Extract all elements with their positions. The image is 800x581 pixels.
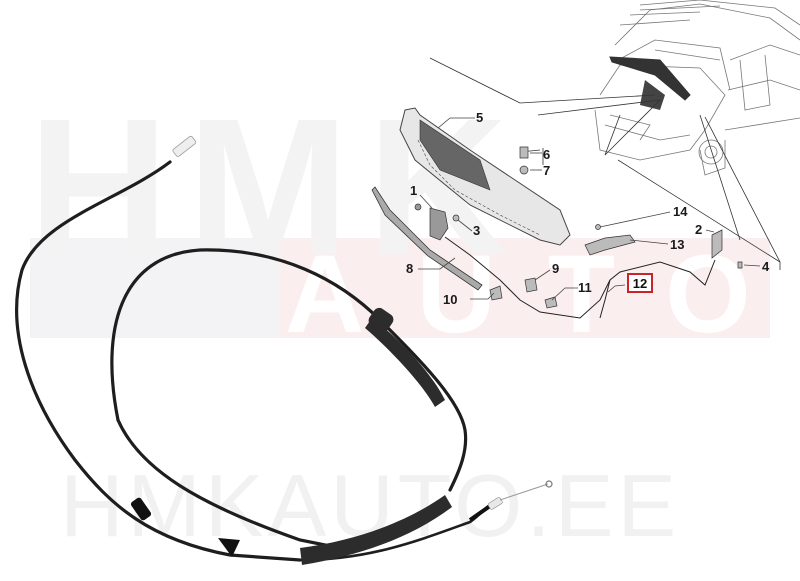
cable-grommet <box>218 538 240 557</box>
callout-14: 14 <box>673 204 688 219</box>
part-cable-diagram <box>444 236 716 319</box>
van-illustration <box>594 0 800 176</box>
watermark-band-left <box>30 238 280 338</box>
callout-13: 13 <box>670 237 685 252</box>
foam-sleeve-lower <box>300 495 452 565</box>
callout-2: 2 <box>695 222 703 237</box>
callout-1: 1 <box>410 183 418 198</box>
callout-6: 6 <box>543 147 551 162</box>
small-parts <box>452 146 743 309</box>
callout-9: 9 <box>552 261 560 276</box>
foam-sleeve-upper <box>365 307 445 407</box>
callout-3: 3 <box>473 223 481 238</box>
cable-end-fitting <box>468 480 553 522</box>
part-latch <box>414 203 449 241</box>
cable-end-connector <box>172 135 197 157</box>
part-grille <box>399 107 571 246</box>
callout-5: 5 <box>476 110 484 125</box>
callout-4: 4 <box>762 259 770 274</box>
callout-8: 8 <box>406 261 414 276</box>
part-strip <box>371 186 483 291</box>
watermark-band-red <box>280 238 770 338</box>
callout-12-highlighted: 12 <box>627 273 653 293</box>
callout-10: 10 <box>443 292 458 307</box>
watermark-middle-text: AUTO <box>285 233 800 356</box>
callout-11: 11 <box>578 280 592 295</box>
callout-leaders <box>418 117 761 301</box>
cable-ferrule <box>130 497 152 521</box>
callout-7: 7 <box>543 163 551 178</box>
leader-lines <box>429 57 781 270</box>
cable-outer-loop <box>15 160 468 562</box>
